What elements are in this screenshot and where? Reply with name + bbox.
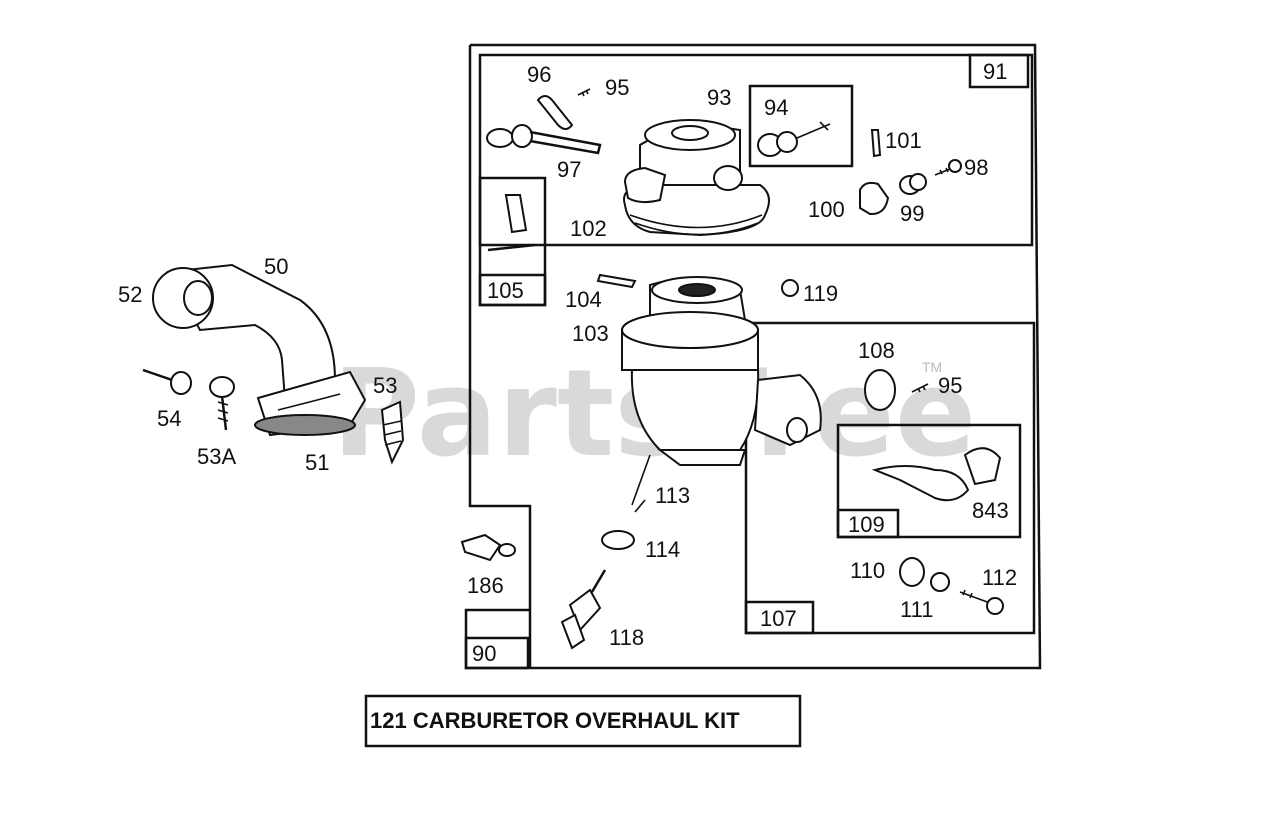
part-label-110: 110 [850, 558, 885, 583]
part-label-50: 50 [264, 254, 288, 279]
part-label-95-top: 95 [605, 75, 629, 100]
part-label-53a: 53A [197, 444, 236, 469]
part-label-186: 186 [467, 573, 504, 598]
gasket-96-drawing [536, 95, 574, 130]
carb-top-body-102-drawing [623, 119, 770, 237]
box-90-tag [464, 636, 530, 670]
box-107-tag [744, 600, 815, 635]
box-107-label: 107 [760, 606, 797, 631]
box-91 [478, 53, 1034, 247]
part-label-96: 96 [527, 62, 551, 87]
box-109 [836, 423, 1022, 539]
part-label-100: 100 [808, 197, 845, 222]
box-94 [748, 84, 854, 168]
box-109-label: 109 [848, 512, 885, 537]
part-label-95-lower: 95 [938, 373, 962, 398]
box-105-tag [478, 273, 547, 307]
part-label-97: 97 [557, 157, 581, 182]
kit-label: 121 CARBURETOR OVERHAUL KIT [370, 708, 740, 733]
kit-box [364, 694, 802, 748]
box-105-label: 105 [487, 278, 524, 303]
intake-elbow-drawing [152, 263, 367, 437]
box-90-label: 90 [472, 641, 496, 666]
part-label-93: 93 [707, 85, 731, 110]
fitting-186-drawing [460, 533, 516, 562]
part-label-108: 108 [858, 338, 895, 363]
watermark-trademark: TM [922, 359, 942, 375]
part-label-114: 114 [645, 537, 680, 562]
box-91-label: 91 [983, 59, 1007, 84]
parts-99-100-drawing [859, 173, 927, 216]
fitting-53-drawing [380, 400, 405, 465]
carburetor-main-drawing [621, 276, 822, 513]
clip-101-drawing [870, 129, 882, 158]
part-label-119: 119 [803, 281, 838, 306]
part-label-103: 103 [572, 321, 609, 346]
part-119-drawing [781, 279, 799, 297]
part-label-52: 52 [118, 282, 142, 307]
washer-114-drawing [601, 530, 635, 550]
needle-118-drawing [560, 569, 607, 650]
part-label-104: 104 [565, 287, 602, 312]
part-label-843: 843 [972, 498, 1009, 523]
part-label-101: 101 [885, 128, 922, 153]
box-107 [744, 321, 1036, 635]
box-91-tag [968, 53, 1030, 89]
shaft-97-drawing [486, 124, 602, 155]
part-label-94: 94 [764, 95, 788, 120]
box-109-tag [836, 508, 900, 539]
part-label-111: 111 [900, 597, 933, 622]
part-label-112: 112 [982, 565, 1017, 590]
lever-843-drawing [871, 447, 1002, 502]
part-label-51: 51 [305, 450, 329, 475]
part-label-54: 54 [157, 406, 181, 431]
part-label-98: 98 [964, 155, 988, 180]
gasket-105-drawing [487, 194, 536, 252]
part-label-113: 113 [655, 483, 690, 508]
screw-95-lower-drawing [911, 383, 929, 393]
jet-94-drawing [757, 121, 831, 157]
pin-104-drawing [596, 273, 637, 289]
part-label-102: 102 [570, 216, 607, 241]
part-label-99: 99 [900, 201, 924, 226]
bolt-53a-drawing [209, 376, 235, 431]
part-label-53: 53 [373, 373, 397, 398]
screw-95-top-drawing [577, 88, 591, 97]
part-label-118: 118 [609, 625, 644, 650]
part-108-drawing [864, 369, 896, 411]
bolt-54-drawing [142, 368, 192, 395]
parts-110-112-drawing [899, 557, 1004, 615]
